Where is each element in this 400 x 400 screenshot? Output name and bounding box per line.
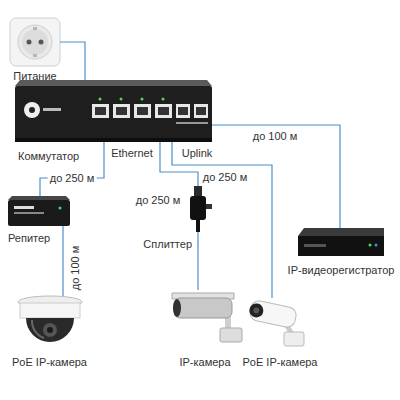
bullet-camera: [172, 293, 242, 342]
switch-device: [15, 138, 212, 142]
dome-camera: [47, 327, 53, 333]
switch-device: [24, 102, 40, 118]
switch-device: [141, 98, 144, 101]
switch-device: [29, 107, 35, 113]
device-node: IP-камера: [172, 290, 244, 342]
power-socket: [10, 18, 60, 66]
switch-device: [92, 104, 109, 118]
switch-device: [176, 122, 208, 124]
device-label: Коммутатор: [18, 150, 79, 163]
distance-label: до 100 м: [251, 130, 300, 143]
nvr-device: [304, 244, 326, 247]
dome-camera: [26, 318, 74, 342]
splitter-device: [194, 186, 202, 196]
port-label: Uplink: [180, 147, 215, 160]
power-socket: [10, 18, 60, 66]
switch-device: [196, 107, 206, 115]
poe-bullet-camera: [284, 332, 304, 346]
nvr-device: [375, 244, 378, 247]
dome-camera: [32, 320, 44, 338]
device-label: Сплиттер: [143, 238, 192, 251]
switch-device: [134, 104, 151, 118]
switch-device: [116, 107, 127, 115]
repeater-device: [59, 207, 62, 210]
cable-line: [60, 42, 85, 80]
nvr-device: [298, 236, 384, 256]
poe-bullet-camera: [247, 299, 304, 346]
splitter-device: [190, 196, 206, 220]
switch-device: [43, 108, 61, 111]
device-label: Репитер: [8, 232, 50, 245]
dome-camera: [20, 303, 80, 318]
power-socket: [39, 40, 44, 45]
dome-camera: [18, 296, 82, 342]
distance-label: до 100 м: [69, 244, 82, 293]
repeater-device: [8, 196, 70, 200]
splitter-device: [190, 186, 212, 232]
power-socket: [18, 25, 52, 59]
switch-device: [99, 98, 102, 101]
device-node: Коммутатор: [15, 80, 212, 142]
device-node: PoE IP-камера: [245, 298, 307, 348]
bullet-camera: [220, 328, 242, 342]
cable-line: [172, 142, 272, 298]
bullet-camera: [173, 299, 181, 317]
switch-device: [120, 98, 123, 101]
power-socket: [27, 40, 32, 45]
splitter-device: [206, 204, 212, 209]
power-socket: [33, 54, 37, 57]
repeater-device: [8, 196, 70, 226]
power-socket: [22, 29, 48, 55]
repeater-device: [14, 212, 44, 214]
switch-device: [178, 107, 188, 115]
power-socket: [33, 27, 37, 30]
device-node: PoE IP-камера: [15, 296, 85, 351]
switch-device: [113, 104, 130, 118]
distance-label: до 250 м: [201, 171, 250, 184]
device-label: PoE IP-камера: [243, 356, 318, 369]
switch-device: [15, 80, 212, 142]
distance-label: до 250 м: [134, 194, 183, 207]
poe-bullet-camera: [247, 299, 297, 328]
switch-device: [158, 107, 169, 115]
switch-device: [162, 98, 165, 101]
bullet-camera: [174, 298, 232, 318]
device-node: Репитер: [8, 196, 70, 226]
nvr-device: [298, 228, 384, 256]
switch-device: [194, 104, 208, 118]
poe-bullet-camera: [253, 307, 260, 314]
splitter-device: [196, 220, 200, 232]
device-label: Питание: [13, 70, 56, 83]
poe-bullet-camera: [248, 302, 265, 319]
cable-line: [62, 226, 63, 296]
repeater-device: [8, 200, 70, 226]
device-label: IP-камера: [179, 356, 230, 369]
switch-device: [155, 104, 172, 118]
nvr-device: [369, 244, 372, 247]
distance-label: до 250 м: [48, 172, 97, 185]
device-node: Питание: [10, 18, 60, 66]
device-label: IP-видеорегистратор: [288, 264, 395, 277]
repeater-device: [14, 206, 34, 209]
switch-device: [15, 86, 212, 142]
cable-line: [197, 232, 198, 290]
switch-device: [176, 104, 190, 118]
nvr-device: [298, 228, 384, 236]
device-node: IP-видеорегистратор: [298, 228, 384, 256]
switch-device: [95, 107, 106, 115]
device-label: PoE IP-камера: [12, 356, 87, 369]
port-label: Ethernet: [109, 147, 155, 160]
device-node: Сплиттер: [188, 186, 208, 232]
poe-bullet-camera: [248, 299, 297, 328]
dome-camera: [43, 323, 57, 337]
switch-device: [137, 107, 148, 115]
